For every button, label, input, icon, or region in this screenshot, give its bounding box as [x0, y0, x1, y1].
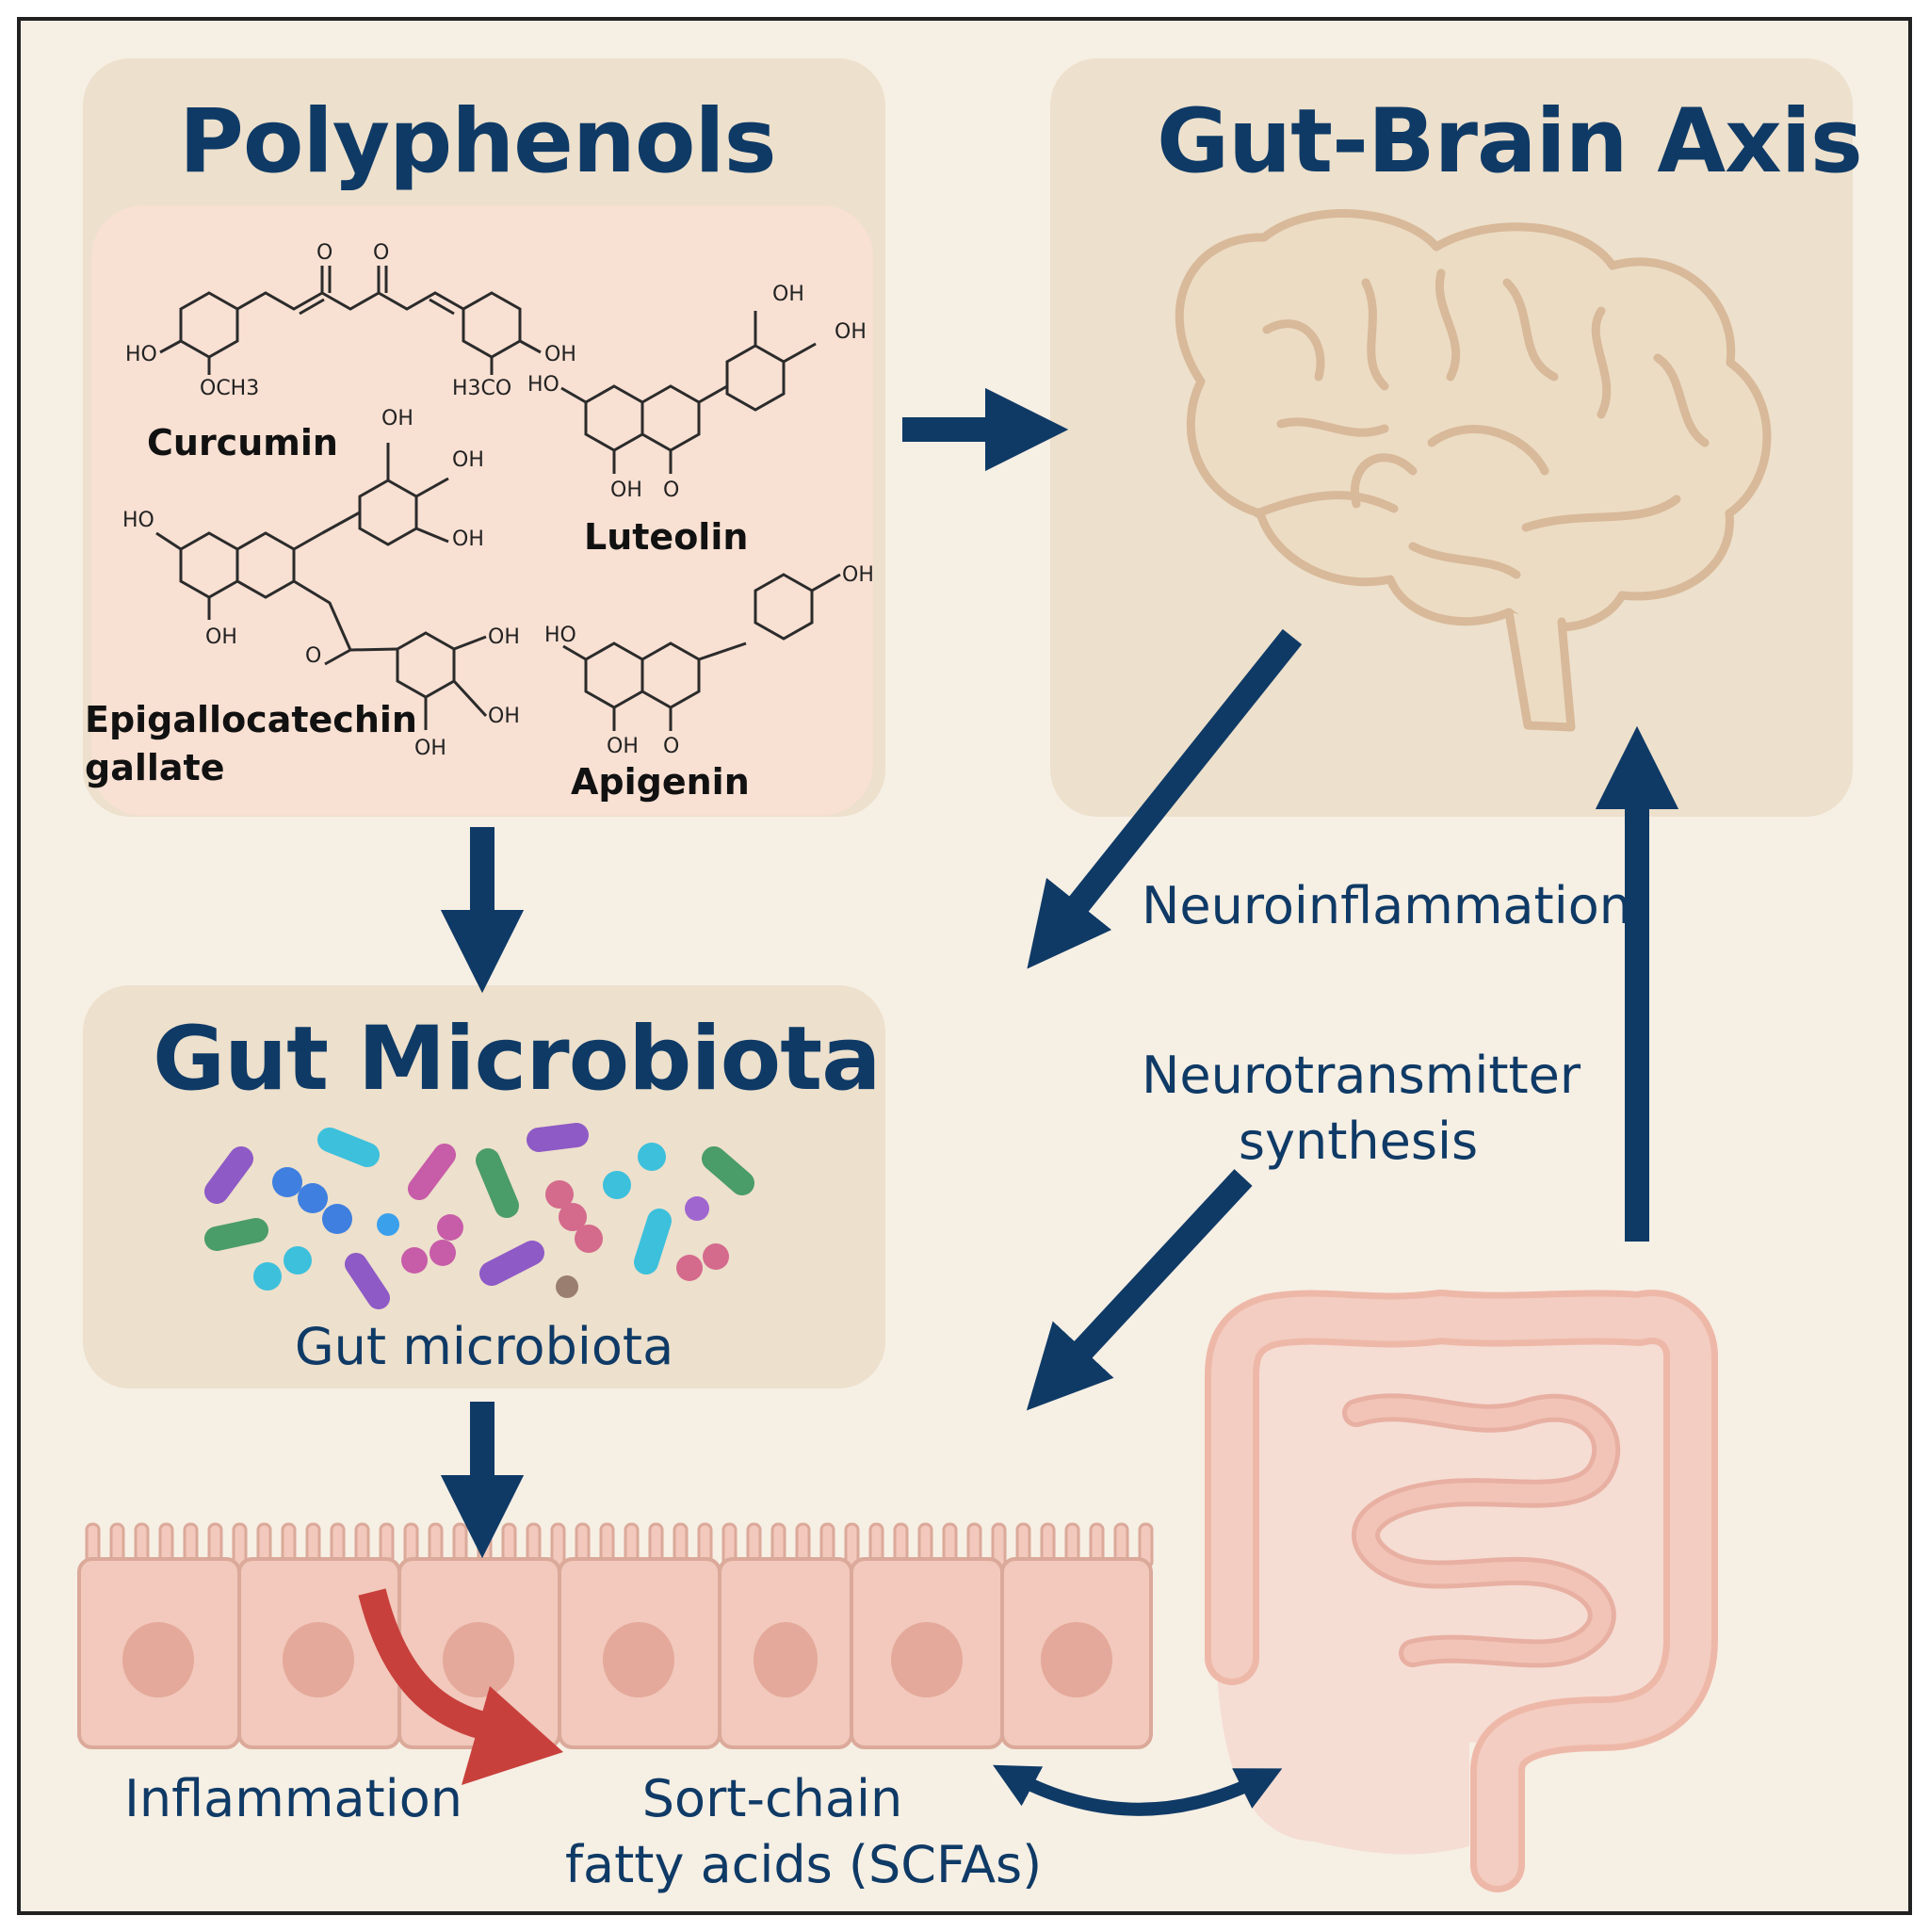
inflammation-arrow — [358, 1588, 563, 1785]
chem-group-label: HO — [527, 373, 559, 397]
curcumin-structure — [159, 266, 542, 375]
microbe-rod — [479, 1241, 544, 1286]
chem-group-label: HO — [125, 343, 157, 366]
microbe-rod — [204, 1218, 268, 1251]
microbe-coccus — [272, 1167, 302, 1197]
chem-group-label: OH — [488, 625, 520, 649]
arrow-scfa-exchange — [993, 1764, 1283, 1816]
microbe-coccus — [253, 1262, 282, 1291]
egcg-label-line1: Epigallocatechin — [85, 699, 417, 740]
chem-group-label: OH — [544, 343, 576, 366]
microbe-rod — [204, 1146, 253, 1204]
egcg-label-line2: gallate — [85, 747, 225, 788]
gut-brain-axis-title: Gut-Brain Axis — [1157, 90, 1863, 193]
chem-group-label: O — [663, 479, 680, 502]
chem-group-label: OH — [452, 448, 484, 472]
arrows — [440, 387, 1679, 1816]
neuroinflammation-label: Neuroinflammation — [1142, 876, 1631, 935]
microbe-coccus — [437, 1214, 463, 1241]
microbe-coccus — [401, 1247, 428, 1274]
chem-group-label: OH — [842, 563, 874, 587]
microbe-coccus — [284, 1246, 312, 1274]
egcg-structure — [155, 443, 488, 730]
microbe-coccus — [575, 1225, 603, 1253]
microbe-coccus — [638, 1143, 666, 1171]
microbe-rod — [345, 1253, 390, 1309]
chem-group-label: OCH3 — [200, 377, 260, 400]
chem-group-label: OH — [607, 735, 639, 758]
neurotransmitter-label-line2: synthesis — [1238, 1112, 1479, 1171]
cell-nucleus — [283, 1622, 354, 1697]
chem-group-label: O — [373, 241, 390, 265]
scfa-label-line1: Sort-chain — [641, 1769, 903, 1828]
luteolin-label: Luteolin — [584, 516, 749, 558]
microbes-illustration — [204, 1123, 754, 1309]
inflammation-label: Inflammation — [124, 1769, 462, 1828]
arrow-brain-neuroinflammation — [1027, 628, 1303, 969]
chem-group-label: OH — [772, 283, 804, 306]
microbe-rod — [408, 1144, 456, 1200]
apigenin-label: Apigenin — [571, 761, 750, 803]
chem-group-label: OH — [452, 528, 484, 551]
chem-group-label: HO — [122, 509, 154, 532]
chem-group-label: H3CO — [452, 377, 512, 400]
cell-nucleus — [443, 1622, 514, 1697]
microbe-coccus — [603, 1171, 631, 1199]
chem-group-label: O — [305, 644, 322, 668]
microbe-coccus — [545, 1180, 574, 1209]
luteolin-structure — [560, 311, 817, 474]
microbe-coccus — [298, 1183, 328, 1213]
chem-group-label: O — [316, 241, 333, 265]
microbe-coccus — [556, 1275, 578, 1298]
cell-nucleus — [122, 1622, 194, 1697]
microbe-coccus — [377, 1213, 399, 1236]
microbe-rod — [476, 1148, 519, 1218]
cell-nucleus — [891, 1622, 963, 1697]
chem-group-label: HO — [544, 624, 576, 647]
neurotransmitter-label-line1: Neurotransmitter — [1142, 1046, 1581, 1105]
chem-group-label: O — [663, 735, 680, 758]
chem-group-label: OH — [381, 407, 413, 430]
microbe-coccus — [559, 1203, 587, 1231]
gut-microbiota-title: Gut Microbiota — [153, 1008, 882, 1111]
chem-group-label: OH — [835, 320, 867, 344]
polyphenols-title: Polyphenols — [179, 90, 777, 193]
microbe-rod — [702, 1146, 754, 1195]
gut-microbiota-caption: Gut microbiota — [294, 1317, 674, 1376]
microbe-rod — [527, 1123, 589, 1152]
cell-nucleus — [603, 1622, 674, 1697]
chem-group-label: OH — [205, 625, 237, 649]
cell-nucleus — [754, 1622, 818, 1697]
microbe-coccus — [685, 1196, 709, 1221]
curcumin-label: Curcumin — [147, 422, 338, 463]
microbe-coccus — [430, 1240, 456, 1266]
arrow-neurotransmitter-synthesis — [1026, 1169, 1253, 1411]
chemical-structures-panel — [91, 205, 873, 816]
chem-group-label: OH — [610, 479, 642, 502]
apigenin-structure — [562, 573, 841, 731]
chem-group-label: OH — [488, 705, 520, 728]
chem-group-label: OH — [414, 737, 446, 760]
brain-illustration — [1175, 209, 1772, 732]
scfa-label-line2: fatty acids (SCFAs) — [565, 1835, 1043, 1894]
microbe-rod — [317, 1128, 380, 1167]
microbe-rod — [634, 1209, 672, 1274]
microbe-coccus — [676, 1255, 703, 1281]
cell-nucleus — [1041, 1622, 1112, 1697]
microbe-coccus — [322, 1204, 352, 1234]
gut-microbiota-panel — [83, 985, 885, 1388]
intestines-illustration — [1205, 1290, 1718, 1892]
microbe-coccus — [703, 1243, 729, 1270]
epithelium-illustration — [77, 1522, 1154, 1749]
